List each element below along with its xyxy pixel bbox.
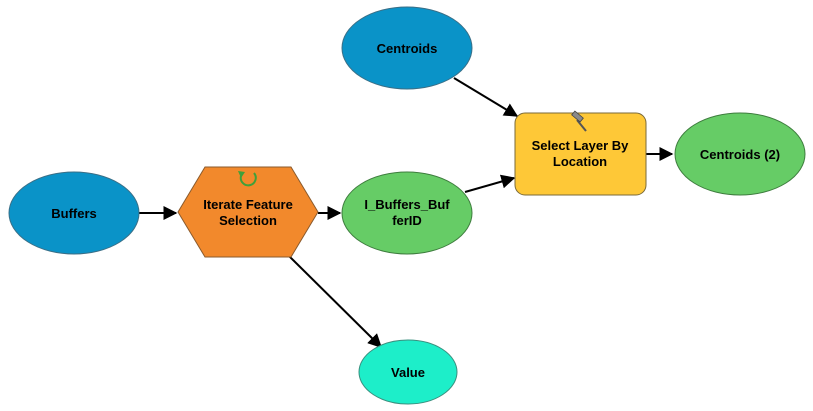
centroids-label: Centroids (377, 41, 438, 56)
hammer-icon (571, 110, 587, 132)
buffers-node[interactable]: Buffers (8, 171, 140, 255)
i-buffers-bufferid-node[interactable]: I_Buffers_Buf ferID (341, 171, 473, 255)
i-buffers-ellipse (341, 171, 473, 255)
select-layer-by-location-node[interactable]: Select Layer By Location (514, 110, 647, 196)
select-layer-label-line1: Select Layer By (532, 138, 630, 153)
i-buffers-label-line2: ferID (392, 213, 422, 228)
i-buffers-label-line1: I_Buffers_Buf (364, 197, 450, 212)
value-ellipse (358, 339, 458, 405)
select-layer-label-line2: Location (553, 154, 607, 169)
centroids-ellipse (341, 6, 473, 90)
connector-centroids-to-select-layer (453, 77, 519, 117)
value-node[interactable]: Value (358, 339, 458, 405)
centroids-2-ellipse (674, 112, 806, 196)
centroids-2-label: Centroids (2) (700, 147, 780, 162)
iterate-label-line1: Iterate Feature (203, 197, 293, 212)
value-label: Value (391, 365, 425, 380)
centroids-2-node[interactable]: Centroids (2) (674, 112, 806, 196)
connectors (139, 77, 674, 348)
iterate-arrow-icon (238, 171, 257, 187)
buffers-label: Buffers (51, 206, 97, 221)
connector-i-buffers-to-select-layer (464, 174, 516, 193)
iterate-label-line2: Selection (219, 213, 277, 228)
buffers-ellipse (8, 171, 140, 255)
select-layer-rect (514, 112, 647, 196)
iterate-feature-selection-node[interactable]: Iterate Feature Selection (177, 166, 319, 258)
centroids-node[interactable]: Centroids (341, 6, 473, 90)
iterate-hexagon (177, 166, 319, 258)
connector-iterate-to-value (286, 253, 382, 348)
